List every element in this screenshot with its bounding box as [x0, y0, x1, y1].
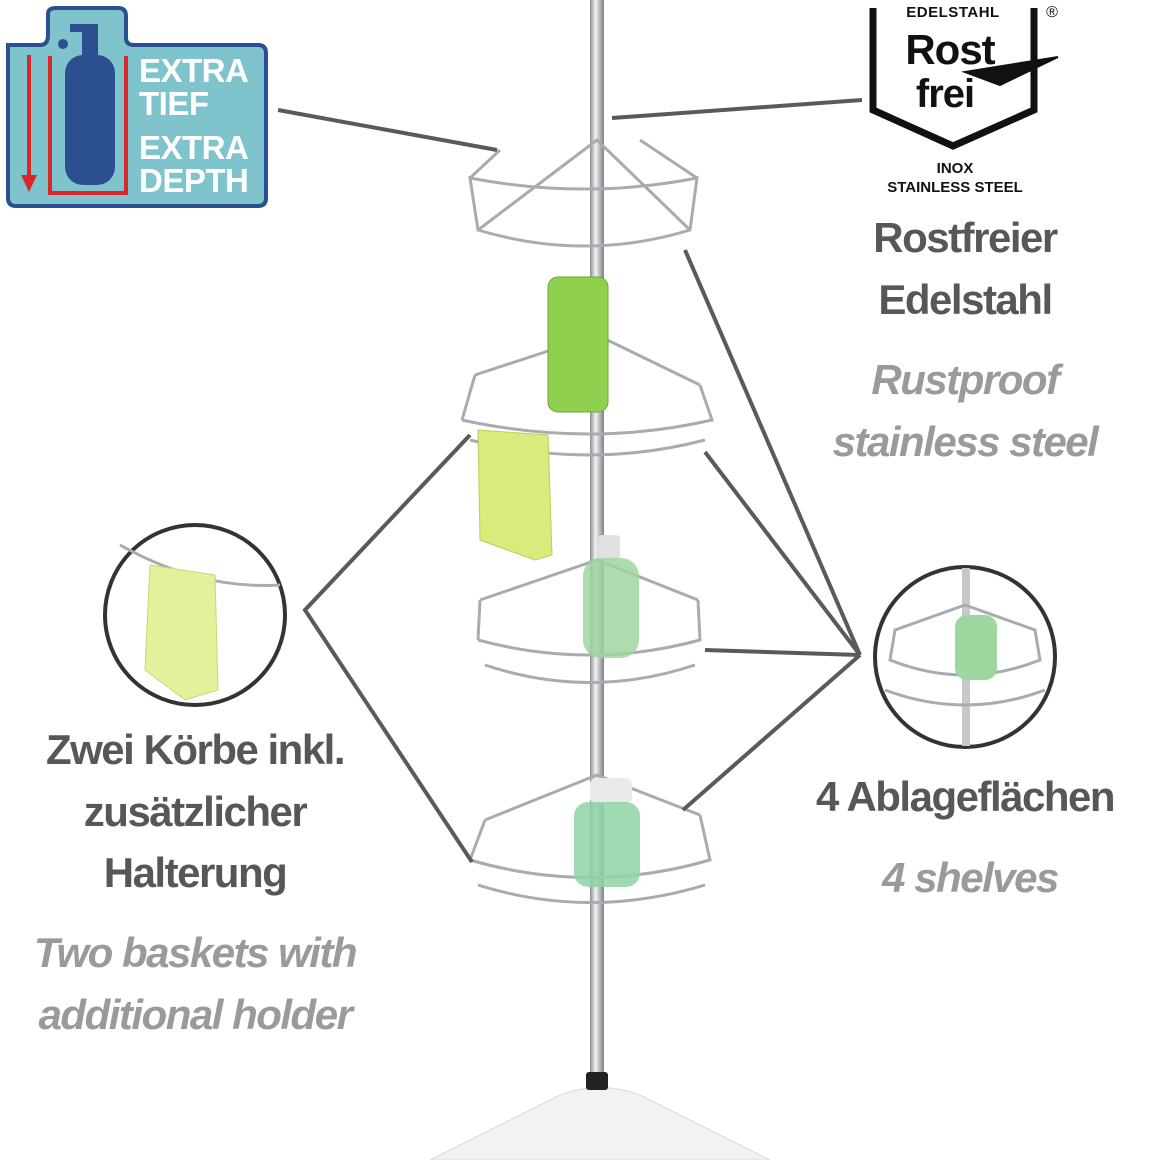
bottle-neck — [598, 535, 620, 560]
bottle-shelf-3 — [583, 558, 639, 658]
depth-frame-icon — [48, 56, 128, 195]
badge-line-3: EXTRA — [139, 129, 249, 166]
bottle-cap-4 — [590, 778, 632, 804]
shelves-en: 4 shelves — [882, 854, 1059, 901]
badge-line-4: DEPTH — [139, 162, 249, 199]
baskets-en-1: Two baskets with — [33, 929, 358, 976]
down-arrow-icon — [21, 55, 37, 192]
baskets-de-2: zusätzlicher — [83, 788, 308, 835]
green-gel-bottle — [547, 276, 609, 413]
rostfrei-logo — [869, 8, 1059, 150]
bottle-shelf-4 — [574, 802, 640, 887]
detail-circle-shelf — [873, 565, 1057, 749]
shelf-1 — [468, 138, 699, 248]
extra-depth-badge — [6, 6, 268, 208]
baskets-de-3: Halterung — [103, 849, 288, 896]
pump-bottle-icon — [58, 24, 115, 185]
stainless-de-2: Edelstahl — [878, 276, 1053, 323]
logo-top-text: EDELSTAHL — [903, 4, 1003, 21]
shelves-de: 4 Ablageflächen — [815, 773, 1116, 820]
badge-line-1: EXTRA — [139, 52, 249, 89]
baskets-en-2: additional holder — [38, 991, 353, 1038]
towel — [477, 429, 553, 561]
shelf-4 — [468, 773, 712, 904]
stainless-en-2: stainless steel — [832, 418, 1099, 465]
logo-inox: INOX — [936, 160, 974, 177]
callout-lines — [277, 98, 863, 864]
registered-mark: ® — [1046, 4, 1058, 21]
logo-word-frei: frei — [915, 72, 975, 116]
bathtub-corner — [429, 1087, 771, 1160]
baskets-de-1: Zwei Körbe inkl. — [45, 726, 346, 773]
detail-circle-holder — [103, 523, 287, 707]
badge-line-2: TIEF — [139, 85, 209, 122]
pole-foot — [586, 1072, 608, 1090]
logo-stainless-steel: STAINLESS STEEL — [887, 179, 1023, 196]
logo-word-rost: Rost — [905, 26, 995, 73]
stainless-de-1: Rostfreier — [873, 214, 1058, 261]
stainless-en-1: Rustproof — [871, 356, 1060, 403]
